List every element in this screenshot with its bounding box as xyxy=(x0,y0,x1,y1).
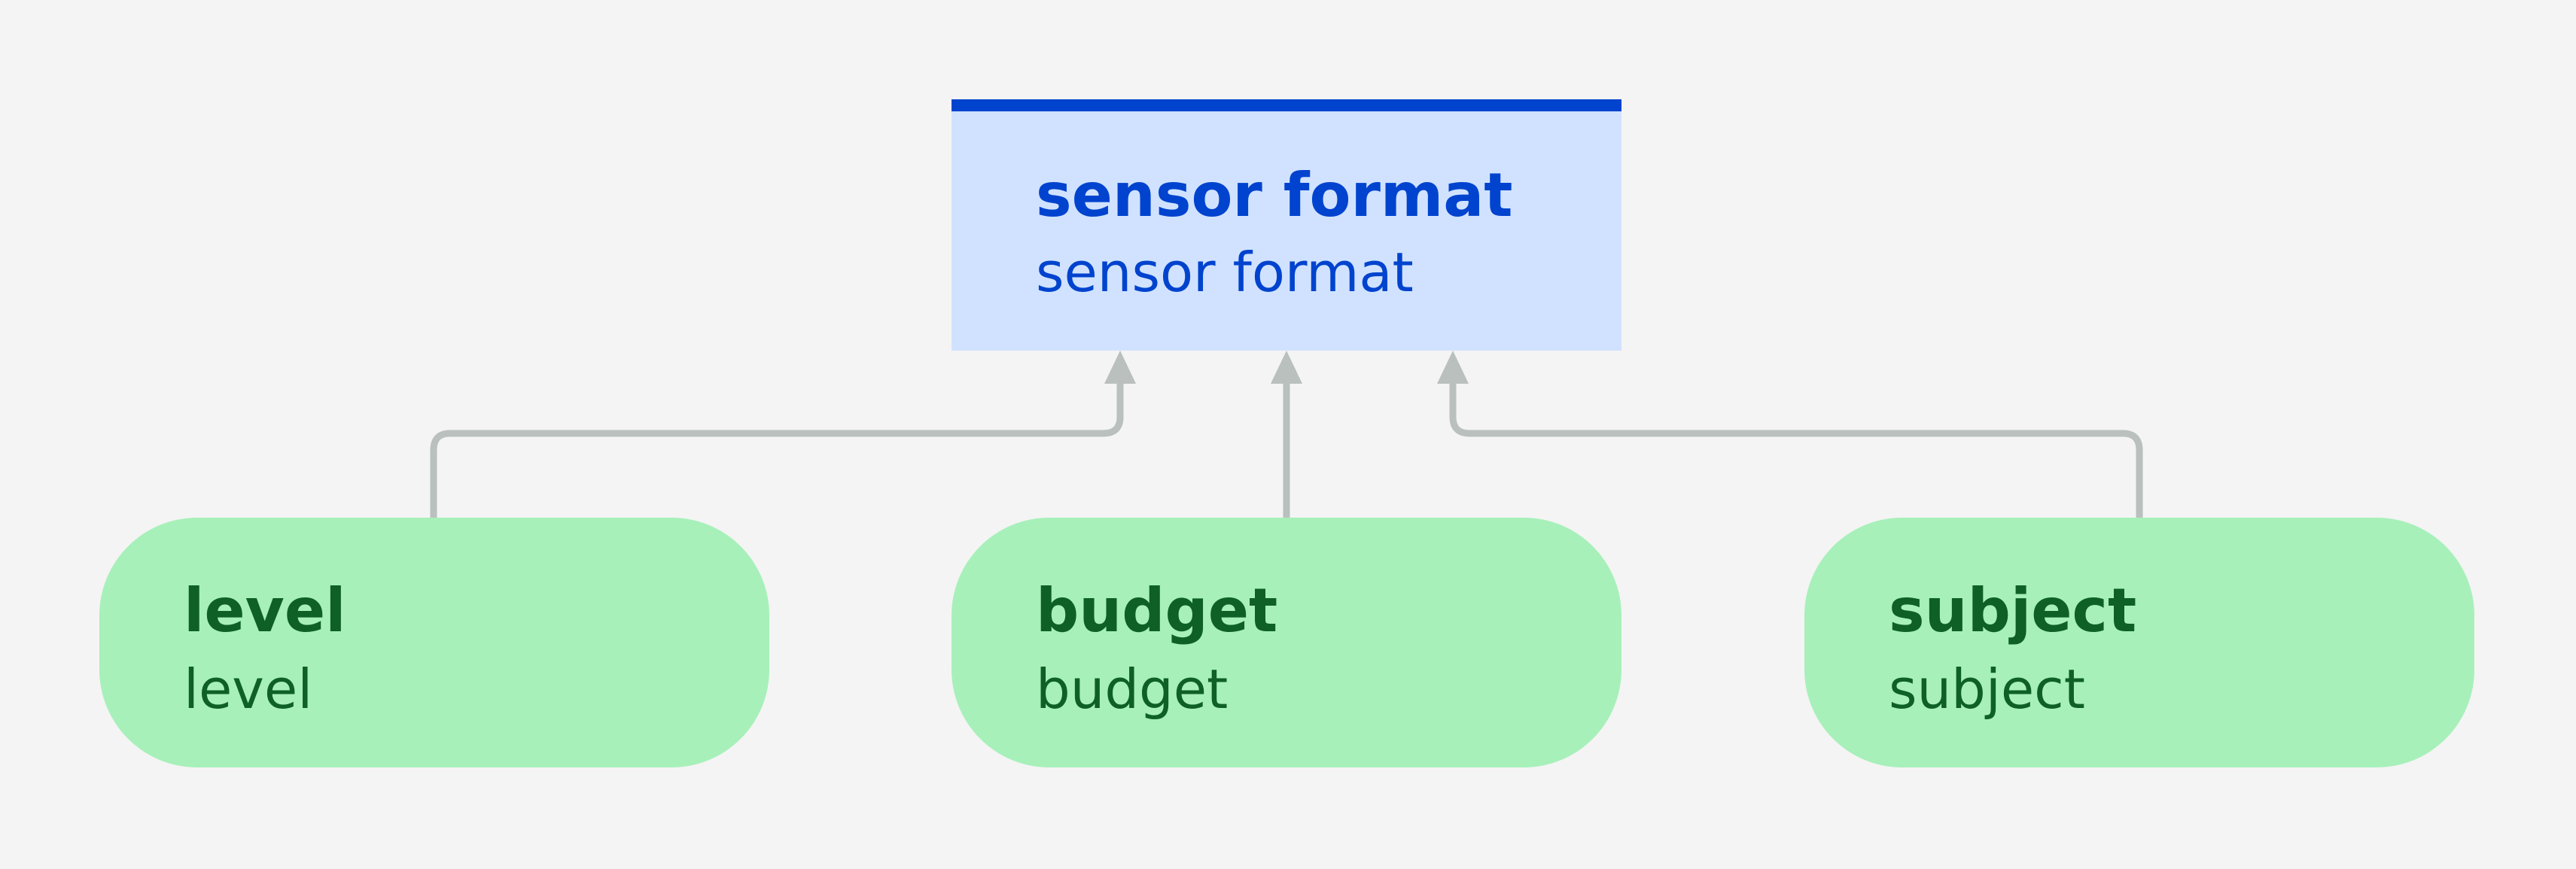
arrowhead-level xyxy=(1104,351,1136,384)
parent-node-title: sensor format xyxy=(1036,160,1513,230)
parent-node-subtitle: sensor format xyxy=(1036,241,1414,304)
child-node-title: level xyxy=(184,576,346,646)
child-node-title: budget xyxy=(1036,576,1278,646)
arrowhead-budget xyxy=(1271,351,1302,384)
child-node-subtitle: level xyxy=(184,658,313,721)
parent-node-accent-bar xyxy=(952,99,1621,111)
arrowhead-subject xyxy=(1437,351,1469,384)
child-node-level[interactable]: level level xyxy=(99,518,769,767)
child-node-budget[interactable]: budget budget xyxy=(952,518,1621,767)
connector-subject xyxy=(1449,382,2143,518)
child-node-title: subject xyxy=(1889,576,2137,646)
child-node-subject[interactable]: subject subject xyxy=(1804,518,2474,767)
child-node-subtitle: budget xyxy=(1036,658,1229,721)
connector-level xyxy=(430,382,1124,518)
child-node-subtitle: subject xyxy=(1889,658,2085,721)
parent-node[interactable]: sensor format sensor format xyxy=(952,99,1621,351)
